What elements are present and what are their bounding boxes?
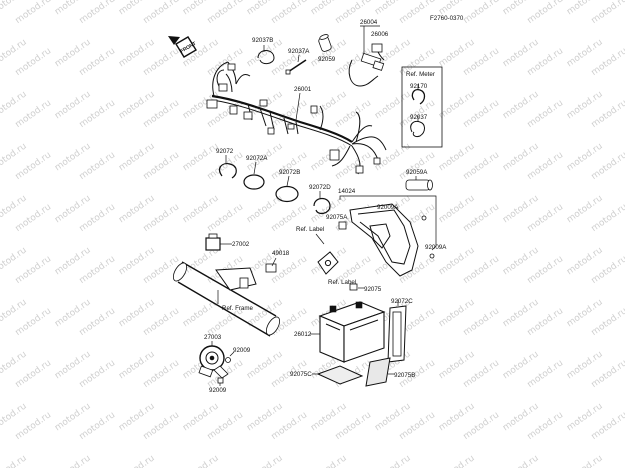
- part-92075C: 92075C: [290, 371, 312, 378]
- tube-92059a: [405, 176, 433, 191]
- tie-92037a: [285, 54, 307, 75]
- part-92059: 92059: [318, 56, 336, 63]
- watermark-text: motod.ru: [245, 453, 285, 468]
- part-92009A-top: 92009A: [377, 204, 399, 211]
- pad-92075b: [365, 357, 394, 387]
- part-26012: 26012: [294, 331, 312, 338]
- clamp-92072: [218, 155, 237, 179]
- watermark-text: motod.ru: [53, 453, 93, 468]
- mat-92075c: [312, 365, 364, 385]
- watermark-text: motod.ru: [206, 0, 246, 26]
- bolt-92009-b: [217, 377, 224, 386]
- ref-meter-box: [401, 66, 443, 148]
- watermark-text: motod.ru: [590, 0, 625, 26]
- watermark-text: motod.ru: [142, 0, 182, 26]
- clamp-92072a: [243, 161, 265, 190]
- part-92075B: 92075B: [394, 372, 415, 379]
- horn-27003: [198, 341, 229, 379]
- battery-26012: [310, 301, 386, 363]
- main-harness-26001: [206, 61, 387, 175]
- part-26001: 26001: [294, 86, 312, 93]
- watermark-text: motod.ru: [181, 453, 221, 468]
- part-92075A: 92075A: [326, 214, 348, 221]
- part-92072C: 92072C: [391, 298, 413, 305]
- part-14024: 14024: [338, 188, 356, 195]
- watermark-text: motod.ru: [78, 0, 118, 26]
- watermark-text: motod.ru: [0, 453, 29, 468]
- cushion-92075: [349, 283, 364, 291]
- part-92072D: 92072D: [309, 184, 331, 191]
- bolt-92009-a: [225, 351, 235, 363]
- watermark-text: motod.ru: [14, 0, 54, 26]
- part-92037A: 92037A: [288, 48, 310, 55]
- figure-code: F2760-0370: [430, 15, 464, 22]
- strap-92072c: [387, 300, 407, 363]
- relay-27002: [205, 233, 232, 251]
- part-92072A: 92072A: [246, 155, 268, 162]
- ref-frame-label: Ref. Frame: [222, 305, 254, 312]
- ref-meter-label: Ref. Meter: [406, 71, 435, 78]
- watermark-text: motod.ru: [437, 453, 477, 468]
- part-49018: 49018: [272, 250, 290, 257]
- part-92037: 92037: [410, 114, 428, 121]
- part-92059A: 92059A: [406, 169, 428, 176]
- watermark-text: motod.ru: [462, 0, 502, 26]
- part-92075: 92075: [364, 286, 382, 293]
- sub-harness-26004: [348, 25, 385, 87]
- part-92072B: 92072B: [279, 169, 300, 176]
- clamp-92072b: [275, 175, 299, 203]
- part-26006: 26006: [371, 31, 389, 38]
- watermark-text: motod.ru: [309, 453, 349, 468]
- decal: [317, 251, 339, 275]
- clamp-92037b: [257, 45, 275, 65]
- watermark-text: motod.ru: [501, 453, 541, 468]
- cover-14024: [338, 195, 437, 277]
- frame-section: [172, 261, 281, 337]
- watermark-text: motod.ru: [565, 453, 605, 468]
- part-92170: 92170: [410, 83, 428, 90]
- watermark-text: motod.ru: [117, 453, 157, 468]
- front-arrow-icon: [168, 36, 197, 58]
- part-92037B: 92037B: [252, 37, 273, 44]
- part-26004: 26004: [360, 19, 378, 26]
- clamp-92072d: [313, 191, 331, 215]
- part-27002: 27002: [232, 241, 250, 248]
- watermark-text: motod.ru: [373, 453, 413, 468]
- ref-label-bottom: Ref. Label: [328, 279, 356, 286]
- watermark-text: motod.ru: [270, 0, 310, 26]
- watermark-text: motod.ru: [526, 0, 566, 26]
- part-92072: 92072: [216, 148, 234, 155]
- ref-label-top: Ref. Label: [296, 226, 324, 233]
- watermark-text: motod.ru: [398, 0, 438, 26]
- part-27003: 27003: [204, 334, 222, 341]
- part-92009-a: 92009: [233, 347, 251, 354]
- part-92009A-right: 92009A: [425, 244, 447, 251]
- part-92009-b: 92009: [209, 387, 227, 394]
- tube-92059: [318, 34, 332, 52]
